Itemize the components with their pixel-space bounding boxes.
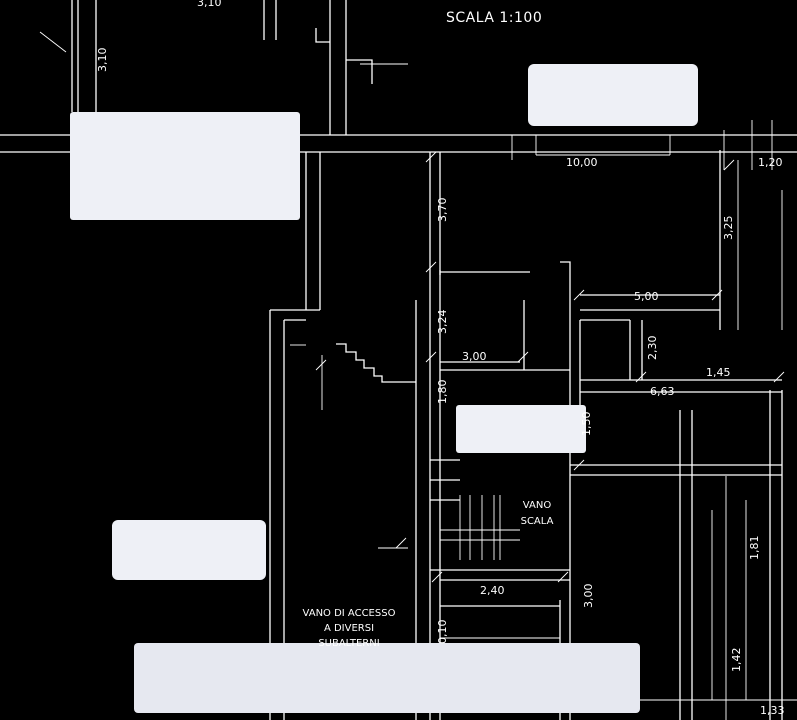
- dimension-labels: 3,10 3,10 10,00 1,20 3,70 3,25 5,00 3,24…: [96, 0, 785, 717]
- redacted-block-bottom: [134, 643, 640, 713]
- dim-1-50: 1,50: [580, 412, 593, 437]
- dim-2-30: 2,30: [646, 336, 659, 361]
- dim-1-42: 1,42: [730, 648, 743, 673]
- dim-1-33: 1,33: [760, 704, 785, 717]
- dim-3-70: 3,70: [436, 198, 449, 223]
- room-label-vano-accesso-1: VANO DI ACCESSO: [303, 608, 396, 619]
- dim-1-81: 1,81: [748, 536, 761, 561]
- dim-3-00-b: 3,00: [582, 584, 595, 609]
- redacted-block-top-right: [528, 64, 698, 126]
- room-label-vano-scala-2: SCALA: [521, 516, 554, 527]
- dim-1-45: 1,45: [706, 366, 731, 379]
- redacted-block-center: [456, 405, 586, 453]
- room-label-vano-accesso-2: A DIVERSI: [324, 623, 374, 634]
- dim-3-00: 3,00: [462, 350, 487, 363]
- dim-3-25: 3,25: [722, 216, 735, 241]
- dim-5-00: 5,00: [634, 290, 659, 303]
- room-label-vano-accesso-3: SUBALTERNI: [318, 638, 379, 649]
- dim-0-10: 0,10: [436, 620, 449, 645]
- dim-10-00: 10,00: [566, 156, 598, 169]
- dim-1-20: 1,20: [758, 156, 783, 169]
- dim-top-left: 3,10: [197, 0, 222, 9]
- redacted-areas: [70, 64, 698, 713]
- dim-2-40: 2,40: [480, 584, 505, 597]
- dim-1-80: 1,80: [436, 380, 449, 405]
- scale-label: SCALA 1:100: [446, 10, 542, 26]
- dim-3-24: 3,24: [436, 310, 449, 335]
- room-label-vano-scala-1: VANO: [523, 500, 552, 511]
- dim-6-63: 6,63: [650, 385, 675, 398]
- dim-vert-left: 3,10: [96, 48, 109, 73]
- redacted-block-left: [112, 520, 266, 580]
- redacted-block-top-left: [70, 112, 300, 220]
- dimension-ticks: [315, 151, 785, 583]
